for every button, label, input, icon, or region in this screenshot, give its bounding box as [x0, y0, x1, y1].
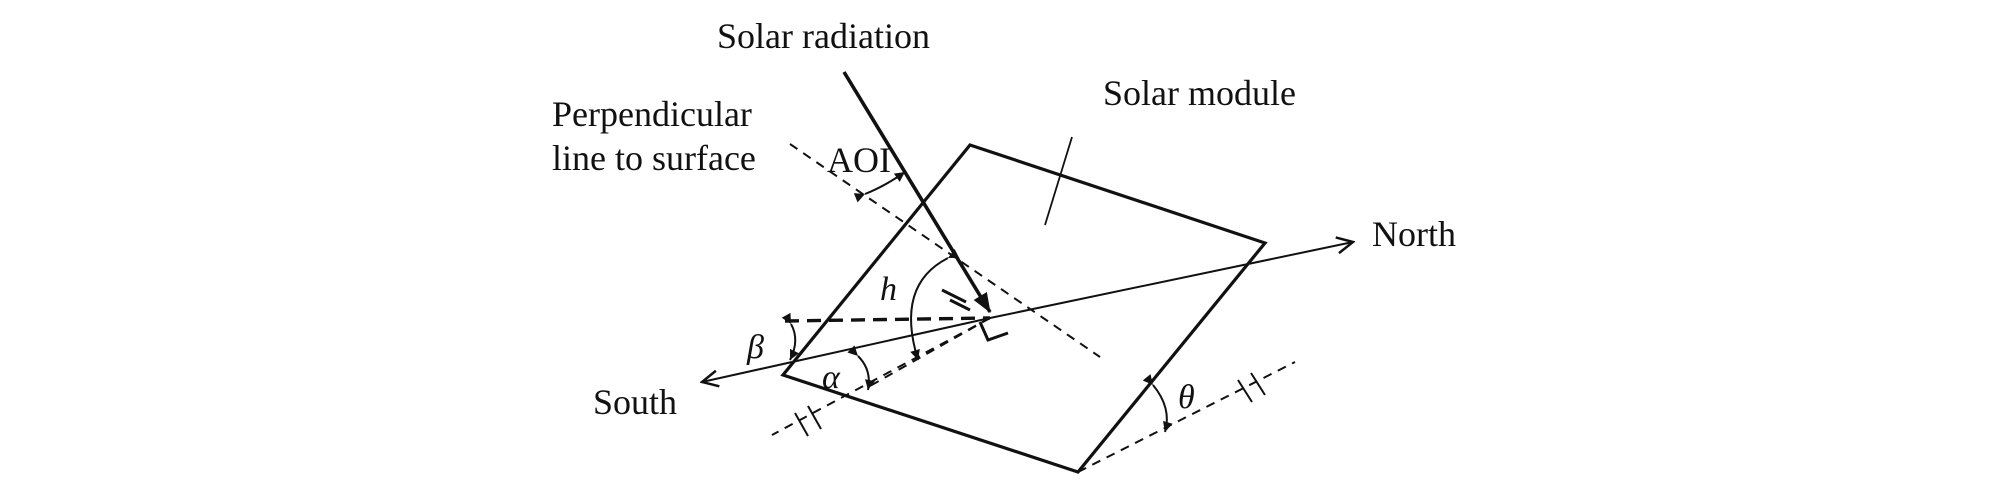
symbol-h: h — [880, 271, 897, 308]
tick-mark-right-1 — [1237, 379, 1253, 403]
solar-module-panel — [780, 143, 1268, 474]
h-angle-arc — [910, 249, 960, 361]
symbol-theta: θ — [1178, 379, 1195, 416]
alpha-angle-arc — [847, 345, 875, 391]
tick-mark-left-2 — [807, 405, 822, 430]
label-north: North — [1372, 214, 1456, 254]
north-axis — [989, 242, 1353, 319]
symbol-alpha: α — [822, 359, 841, 396]
tick-mark-left-1 — [794, 412, 809, 437]
normal-arrow-hint-2 — [949, 298, 971, 312]
aoi-angle-arc — [853, 171, 906, 203]
beta-horizontal-line — [784, 316, 991, 323]
label-solar-module: Solar module — [1103, 73, 1296, 113]
theta-angle-arc — [1142, 374, 1173, 433]
label-perpendicular-line-1: Perpendicular — [552, 94, 752, 134]
solar-radiation-ray — [842, 71, 992, 313]
south-axis — [702, 317, 991, 382]
tick-mark-right-2 — [1250, 372, 1266, 396]
right-angle-marker — [978, 321, 1009, 342]
label-solar-radiation: Solar radiation — [717, 16, 930, 56]
beta-angle-arc — [781, 312, 799, 361]
label-perpendicular-line-2: line to surface — [552, 138, 756, 178]
label-south: South — [593, 382, 677, 422]
horizontal-reference-line-right — [1077, 361, 1296, 473]
label-aoi: AOI — [827, 140, 891, 180]
edge-parallel-line-left — [771, 317, 991, 436]
symbol-beta: β — [746, 329, 764, 366]
solar-module-leader — [1044, 136, 1073, 226]
normal-arrow-hint — [941, 288, 967, 304]
